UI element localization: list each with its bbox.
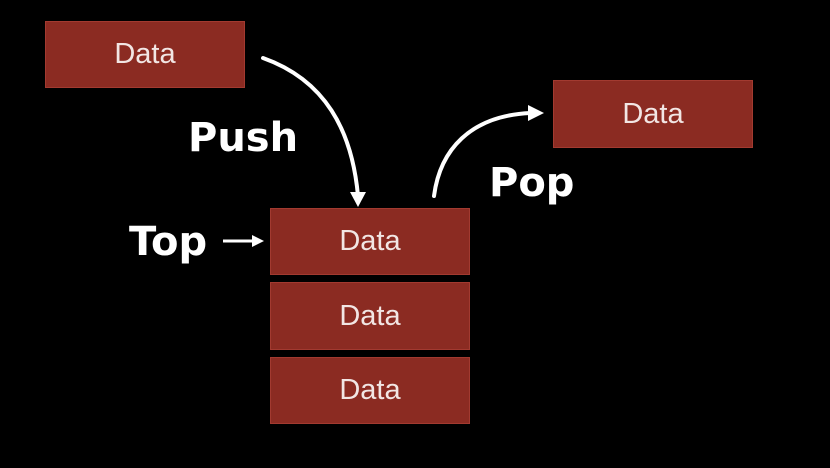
stack-item-middle: Data: [270, 282, 470, 350]
push-arrowhead-icon: [350, 192, 366, 207]
arrow-right-icon: [252, 235, 264, 247]
stack-item-label: Data: [339, 225, 401, 257]
stack-item-bottom: Data: [270, 357, 470, 424]
incoming-data-box: Data: [45, 21, 245, 88]
pop-arrowhead-icon: [528, 105, 544, 121]
stack-item-label: Data: [339, 299, 401, 332]
push-label: Push: [188, 115, 299, 161]
popped-data-label: Data: [622, 97, 684, 130]
push-arrow-icon: [261, 56, 360, 198]
popped-data-box: Data: [553, 80, 753, 148]
top-label: Top: [129, 219, 208, 265]
incoming-data-label: Data: [114, 38, 176, 70]
pop-label: Pop: [489, 160, 575, 206]
stack-item-top: Data: [270, 208, 470, 275]
stack-item-label: Data: [339, 374, 401, 406]
pop-arrow-icon: [432, 111, 532, 198]
